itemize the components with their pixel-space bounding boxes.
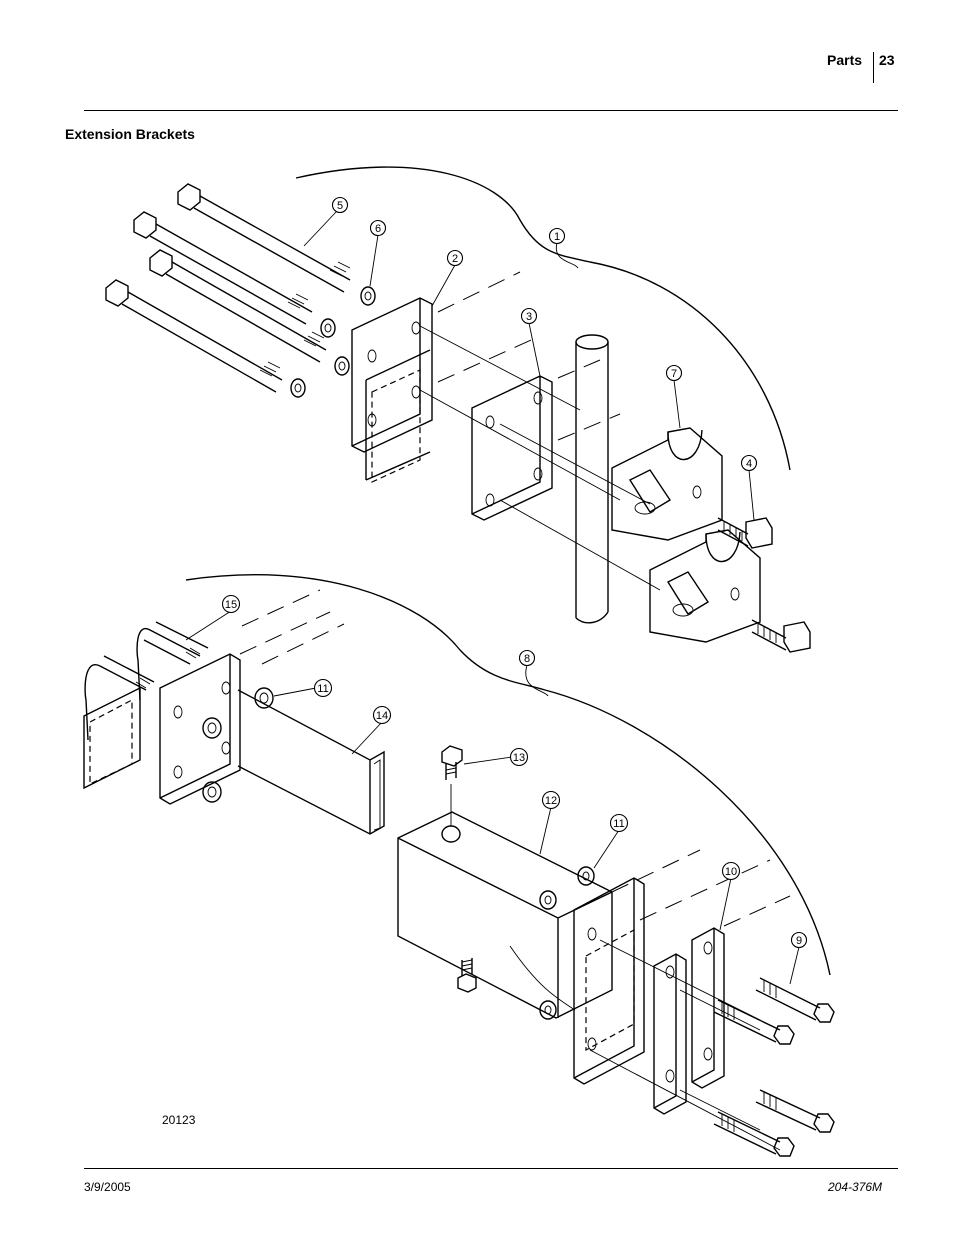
callout-circle <box>446 249 464 267</box>
callout-12: 12 <box>541 790 561 810</box>
long-bolts <box>105 183 351 393</box>
callout-circle <box>518 649 536 667</box>
bracket-plate-3 <box>471 375 553 521</box>
callout-label: 14 <box>376 710 388 722</box>
callout-circle <box>609 813 629 833</box>
callout-11: 11 <box>313 678 333 698</box>
callout-label: 2 <box>452 253 458 265</box>
callout-label: 4 <box>746 458 752 470</box>
callout-circle <box>520 307 538 325</box>
callout-circle <box>372 705 392 725</box>
footer-date: 3/9/2005 <box>84 1180 131 1194</box>
header-separator <box>873 52 874 83</box>
callout-label: 10 <box>725 866 737 878</box>
callout-label: 6 <box>375 223 381 235</box>
lower-assembly <box>83 574 835 1157</box>
upper-assembly <box>105 166 811 653</box>
callout-3: 3 <box>520 307 538 325</box>
bracket-plate-lower-left <box>159 653 241 805</box>
clamps <box>611 427 761 643</box>
callout-circle <box>740 454 758 472</box>
callout-13: 13 <box>509 747 529 767</box>
callout-circle <box>369 219 387 237</box>
callout-circle <box>721 861 741 881</box>
lower-boundary-curve <box>185 574 831 976</box>
callout-label: 5 <box>337 200 343 212</box>
callout-4: 4 <box>740 454 758 472</box>
callout-circle <box>541 790 561 810</box>
figure-id: 20123 <box>162 1113 196 1127</box>
callout-11: 11 <box>609 813 629 833</box>
callout-label: 13 <box>513 752 525 764</box>
u-bolts <box>84 621 209 741</box>
callout-6: 6 <box>369 219 387 237</box>
callout-9: 9 <box>790 931 808 949</box>
callout-15: 15 <box>221 594 241 614</box>
callout-1: 1 <box>548 227 566 245</box>
callout-circle <box>221 594 241 614</box>
bracket-plate-lower-right <box>573 877 725 1115</box>
callout-label: 12 <box>545 795 557 807</box>
callout-circle <box>313 678 333 698</box>
pole <box>575 334 609 624</box>
footer-rule <box>84 1168 898 1169</box>
leader-lines <box>185 211 800 985</box>
callout-14: 14 <box>372 705 392 725</box>
callout-5: 5 <box>331 196 349 214</box>
callout-10: 10 <box>721 861 741 881</box>
callout-circle <box>331 196 349 214</box>
bracket-plate-2 <box>351 297 433 483</box>
callout-8: 8 <box>518 649 536 667</box>
carriage-bolts <box>717 517 811 653</box>
bolt-13 <box>441 745 463 843</box>
callout-circle <box>790 931 808 949</box>
callout-circle <box>509 747 529 767</box>
callout-label: 9 <box>796 935 802 947</box>
extension-tube-12 <box>397 811 613 1019</box>
callout-7: 7 <box>665 364 683 382</box>
callout-2: 2 <box>446 249 464 267</box>
washers <box>290 286 376 398</box>
callout-label: 11 <box>613 818 624 830</box>
callout-label: 11 <box>317 683 328 695</box>
callout-label: 1 <box>554 231 560 243</box>
page-title: Extension Brackets <box>65 126 195 142</box>
header-rule <box>84 110 898 111</box>
square-tube-14 <box>237 589 385 835</box>
bolts-9 <box>713 977 835 1157</box>
callout-label: 7 <box>671 368 677 380</box>
callout-circle <box>665 364 683 382</box>
header-section: Parts <box>827 52 863 68</box>
callout-label: 3 <box>526 311 532 323</box>
callout-label: 8 <box>524 653 530 665</box>
footer-doc-number: 204-376M <box>828 1180 883 1194</box>
upper-boundary-curve <box>295 166 791 471</box>
page-number: 23 <box>879 52 895 68</box>
callout-label: 15 <box>225 599 237 611</box>
callout-circle <box>548 227 566 245</box>
